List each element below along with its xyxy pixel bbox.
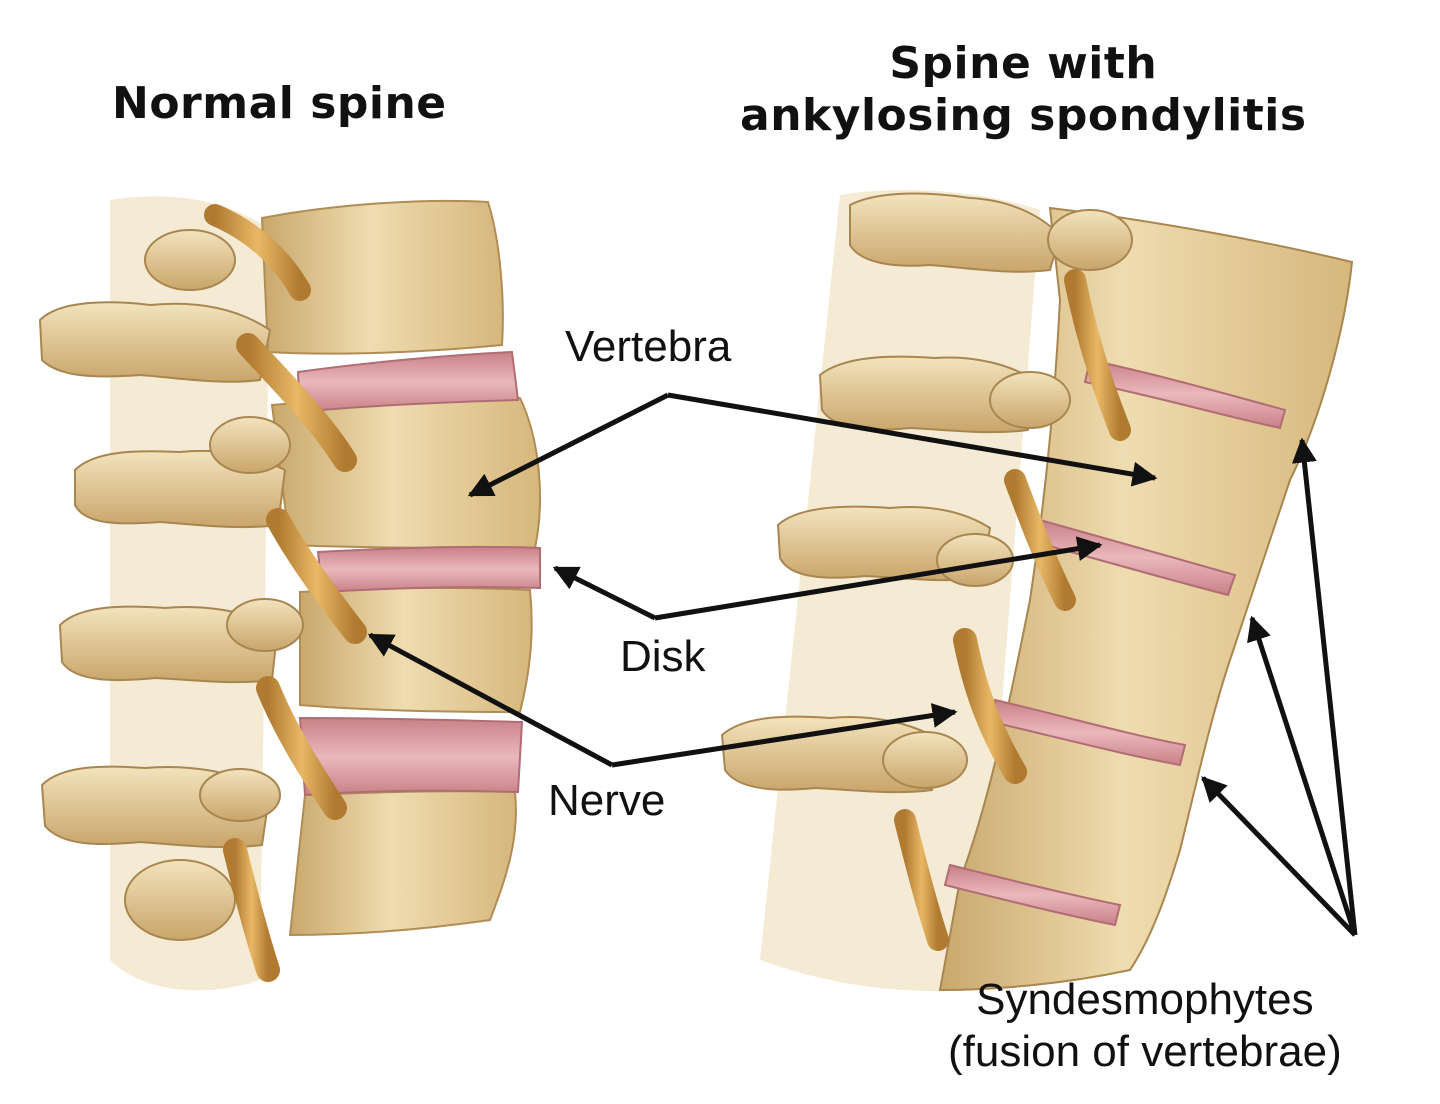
disk [316,545,541,594]
normal-spine [38,196,541,991]
transverse-process [38,301,272,383]
arrow-disk-left [552,565,657,621]
arrow-syndesmophytes-2 [1247,615,1358,936]
nerve [266,508,367,644]
arrow-vertebra-left [467,392,670,498]
facet [144,229,236,291]
facet [1047,209,1133,271]
arrow-syndesmophytes-1 [1291,437,1358,936]
label-syndesmophytes: Syndesmophytes (fusion of vertebrae) [948,974,1342,1078]
nerve [1004,469,1076,611]
label-nerve: Nerve [548,776,666,825]
transverse-process [720,715,942,794]
nerve [236,333,357,472]
title-normal-spine: Normal spine [112,78,447,129]
label-syndesmophytes-line1: Syndesmophytes [976,975,1314,1024]
arrow-nerve-right [611,703,958,768]
arrow-nerve-left [367,632,614,768]
facet [199,768,281,822]
nerve [1064,269,1131,441]
disk [298,716,524,797]
nerve [256,676,347,820]
disk [1083,358,1287,430]
ankylosed-spine [720,190,1354,992]
disk [943,863,1122,927]
nerve [894,809,949,951]
facet [989,371,1071,429]
facet [209,416,291,474]
title-ankylosing-line2: ankylosing spondylitis [740,90,1307,141]
label-disk: Disk [620,632,706,681]
facet [226,598,304,652]
arrow-vertebra-right [667,392,1158,487]
transverse-process [849,192,1062,273]
disk [296,350,520,414]
arrow-syndesmophytes-3 [1201,776,1357,937]
vertebral-body [260,199,504,355]
title-ankylosing-line1: Spine with [889,38,1158,89]
arrow-disk-right [654,536,1103,621]
facet [124,859,236,941]
nerve [953,628,1027,784]
nerve [204,204,311,301]
facet [882,731,968,789]
arrows [367,392,1358,937]
label-vertebra: Vertebra [565,322,732,371]
label-syndesmophytes-line2: (fusion of vertebrae) [948,1027,1342,1076]
nerve [223,838,280,982]
disk [990,698,1187,767]
title-ankylosing-spine: Spine with ankylosing spondylitis [740,38,1307,142]
